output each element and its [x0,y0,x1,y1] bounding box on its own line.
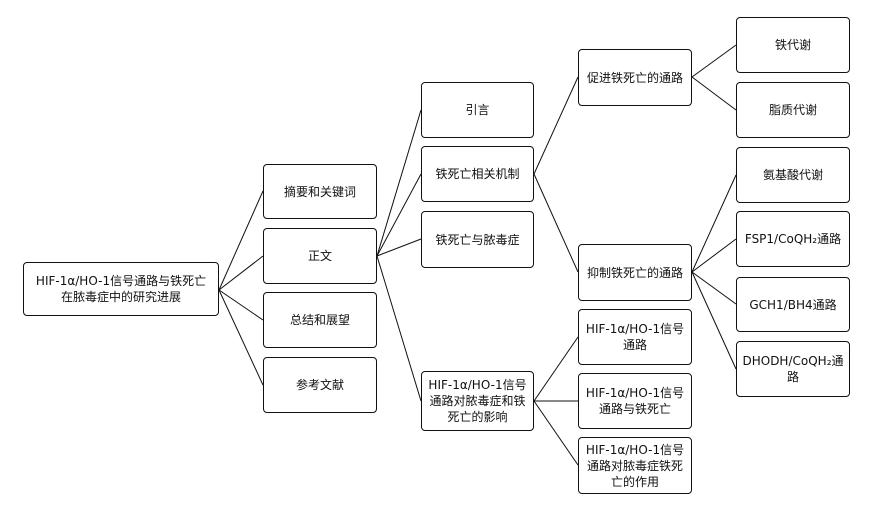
connector-line [376,109,422,257]
node-promote-pathway: 促进铁死亡的通路 [578,49,692,106]
node-fsp1-pathway: FSP1/CoQH₂通路 [736,211,850,267]
connector-line [533,400,579,466]
node-summary-outlook: 总结和展望 [263,292,377,348]
node-dhodh-pathway: DHODH/CoQH₂通 路 [736,341,850,397]
node-introduction: 引言 [421,82,534,138]
connector-line [376,173,422,257]
connector-line [691,76,737,111]
connector-line [376,238,422,257]
node-hif-pathway: HIF-1α/HO-1信号 通路 [578,309,692,365]
node-ferroptosis-sepsis: 铁死亡与脓毒症 [421,211,534,268]
connector-line [691,271,737,305]
node-references: 参考文献 [263,357,377,413]
connector-line [533,336,579,402]
connector-line [691,174,737,273]
connector-line [691,238,737,273]
node-main-text: 正文 [263,228,377,284]
connector-line [376,255,422,402]
node-abstract-keywords: 摘要和关键词 [263,164,377,219]
node-iron-metabolism: 铁代谢 [736,17,850,73]
node-hif-ferroptosis: HIF-1α/HO-1信号 通路与铁死亡 [578,373,692,429]
connector-line [218,190,264,291]
connector-line [533,76,579,175]
node-hif-effects: HIF-1α/HO-1信号 通路对脓毒症和铁 死亡的影响 [421,371,534,431]
node-gch1-pathway: GCH1/BH4通路 [736,277,850,332]
connector-line [218,289,264,321]
connector-line [691,271,737,370]
connector-line [691,44,737,78]
node-ferroptosis-mechanism: 铁死亡相关机制 [421,146,534,202]
node-hif-sepsis-ferroptosis: HIF-1α/HO-1信号 通路对脓毒症铁死 亡的作用 [578,437,692,494]
connector-line [218,289,264,386]
node-root: HIF-1α/HO-1信号通路与铁死亡 在脓毒症中的研究进展 [23,262,219,316]
connector-line [533,173,579,273]
node-amino-acid-metabolism: 氨基酸代谢 [736,147,850,203]
connector-line [218,255,264,291]
node-inhibit-pathway: 抑制铁死亡的通路 [578,244,692,301]
node-lipid-metabolism: 脂质代谢 [736,82,850,138]
